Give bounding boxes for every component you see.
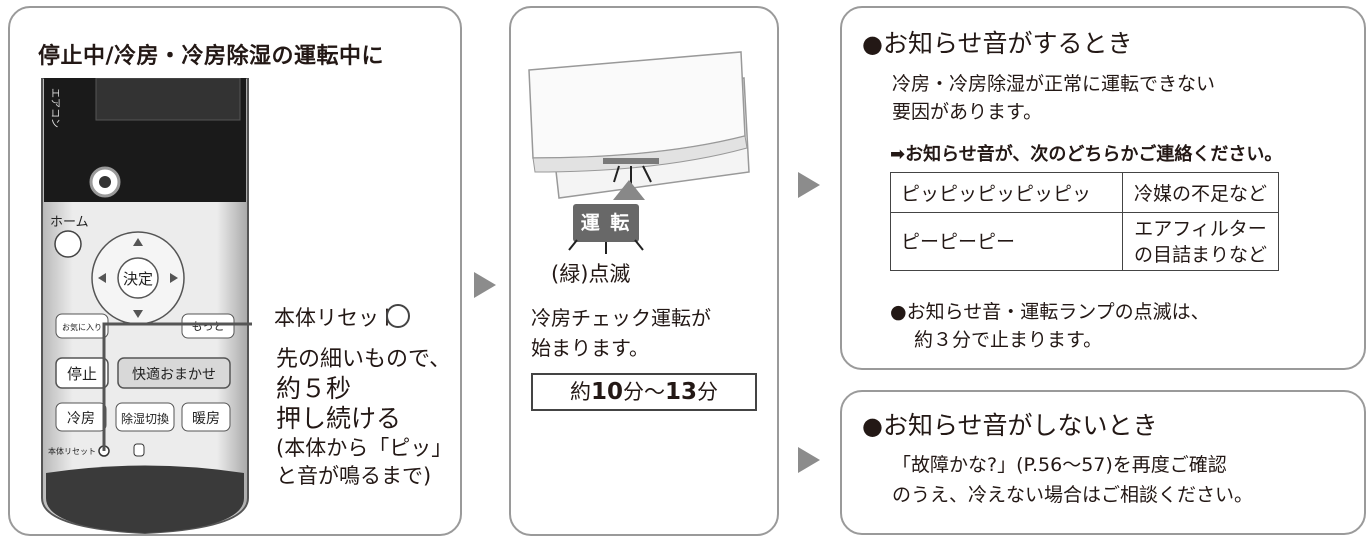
check-run-text: 冷房チェック運転が 始まります。 xyxy=(531,303,711,363)
remote-side-text: エアコン xyxy=(49,88,60,128)
sound-present-desc: 冷房・冷房除湿が正常に運転できない 要因があります。 xyxy=(892,70,1215,126)
remote-control-illustration: エアコン ホーム 決定 お気に入り もっと 停止 快適おまかせ 冷房 除湿切換 … xyxy=(41,78,252,535)
reset-circle-icon xyxy=(386,304,410,328)
arrow-right-icon xyxy=(798,172,820,198)
step1-panel: 停止中/冷房・冷房除湿の運転中に エアコン ホーム 決定 お気に入り もっと 停… xyxy=(8,6,462,536)
desc-line1: 冷房・冷房除湿が正常に運転できない xyxy=(892,73,1216,95)
okiniiri-button xyxy=(55,313,109,339)
sound-absent-heading: ●お知らせ音がしないとき xyxy=(862,406,1157,442)
arrow-right-icon xyxy=(798,447,820,473)
remote-reset-small-label: 本体リセット xyxy=(48,446,96,456)
kaiteki-button xyxy=(117,357,231,389)
bullet-icon: ● xyxy=(862,30,883,58)
sound-pattern-cell: ピッピッピッピッピッ xyxy=(890,172,1123,213)
remote-kaiteki-label: 快適おまかせ xyxy=(132,366,216,383)
note-line1: ●お知らせ音・運転ランプの点滅は、 xyxy=(890,301,1210,323)
sound-present-heading-text: お知らせ音がするとき xyxy=(882,29,1133,58)
bullet-icon: ● xyxy=(862,412,883,440)
table-row: ピーピーピー エアフィルターの目詰まりなど xyxy=(890,212,1279,271)
absent-line2: のうえ、冷えない場合はご相談ください。 xyxy=(892,484,1254,506)
remote-heat-label: 暖房 xyxy=(192,411,220,427)
blink-rays-icon xyxy=(568,239,644,254)
reset-instructions: 先の細いもので、 約５秒 押し続ける (本体から「ピッ」 と音が鳴るまで) xyxy=(276,345,452,490)
instr-line4: (本体から「ピッ」 xyxy=(276,436,453,460)
remote-dehumid-label: 除湿切換 xyxy=(121,411,169,426)
cool-button xyxy=(55,402,107,432)
sound-absent-heading-text: お知らせ音がしないとき xyxy=(882,411,1158,440)
step1-title: 停止中/冷房・冷房除湿の運転中に xyxy=(38,44,385,69)
remote-motto-label: もっと xyxy=(192,320,225,333)
dehumid-button xyxy=(115,402,175,432)
instr-line2: 約５秒 xyxy=(276,374,352,403)
absent-line1: 「故障かな?」(P.56〜57)を再度ご確認 xyxy=(892,454,1227,476)
sound-pattern-table: ピッピッピッピッピッ 冷媒の不足など ピーピーピー エアフィルターの目詰まりなど xyxy=(890,172,1279,271)
arrow-right-icon xyxy=(474,272,496,298)
enter-button xyxy=(117,257,159,299)
cause-line2: の目詰まりなど xyxy=(1133,243,1267,266)
remote-stop-label: 停止 xyxy=(67,365,97,383)
instr-line5: と音が鳴るまで) xyxy=(276,464,432,488)
remote-home-label: ホーム xyxy=(50,215,89,230)
stop-button xyxy=(55,357,109,389)
check-run-line2: 始まります。 xyxy=(531,336,649,360)
blink-caption: (緑)点滅 xyxy=(551,262,631,286)
desc-line2: 要因があります。 xyxy=(892,101,1043,123)
callout-line xyxy=(102,322,252,451)
cause-cell: エアフィルターの目詰まりなど xyxy=(1122,212,1279,271)
sound-absent-desc: 「故障かな?」(P.56〜57)を再度ご確認 のうえ、冷えない場合はご相談くださ… xyxy=(892,450,1253,510)
duration-box: 約10分〜13分 xyxy=(531,373,757,411)
run-indicator-badge: 運 転 xyxy=(573,204,639,242)
time-pre: 約 xyxy=(569,380,591,404)
reset-button-label: 本体リセット xyxy=(274,306,400,330)
time-post: 分 xyxy=(697,380,719,404)
home-button xyxy=(54,230,82,258)
blink-stop-note: ●お知らせ音・運転ランプの点滅は、 約３分で止まります。 xyxy=(890,298,1210,354)
sound-absent-panel: ●お知らせ音がしないとき 「故障かな?」(P.56〜57)を再度ご確認 のうえ、… xyxy=(840,390,1366,535)
heat-button xyxy=(181,402,231,432)
remote-okonomi-label: お気に入り xyxy=(62,322,102,332)
motto-button xyxy=(181,313,235,339)
sound-present-panel: ●お知らせ音がするとき 冷房・冷房除湿が正常に運転できない 要因があります。 ➡… xyxy=(840,6,1366,370)
cause-cell: 冷媒の不足など xyxy=(1122,172,1279,213)
instr-line1: 先の細いもので、 xyxy=(276,347,452,372)
remote-enter-label: 決定 xyxy=(123,270,153,288)
step2-panel: 運 転 (緑)点滅 冷房チェック運転が 始まります。 約10分〜13分 xyxy=(509,6,779,536)
contact-instruction: ➡お知らせ音が、次のどちらかご連絡ください。 xyxy=(890,144,1283,165)
note-line2: 約３分で止まります。 xyxy=(914,329,1103,351)
check-run-line1: 冷房チェック運転が xyxy=(531,306,711,330)
table-row: ピッピッピッピッピッ 冷媒の不足など xyxy=(890,172,1279,213)
sound-pattern-cell: ピーピーピー xyxy=(890,212,1123,271)
time-a: 10 xyxy=(590,379,623,405)
remote-cool-label: 冷房 xyxy=(67,411,95,427)
air-conditioner-illustration xyxy=(528,51,750,200)
time-b: 13 xyxy=(665,379,698,405)
sound-present-heading: ●お知らせ音がするとき xyxy=(862,24,1132,60)
cause-line1: エアフィルター xyxy=(1134,217,1267,240)
instr-line3: 押し続ける xyxy=(276,404,402,433)
time-mid: 分〜 xyxy=(623,380,665,404)
